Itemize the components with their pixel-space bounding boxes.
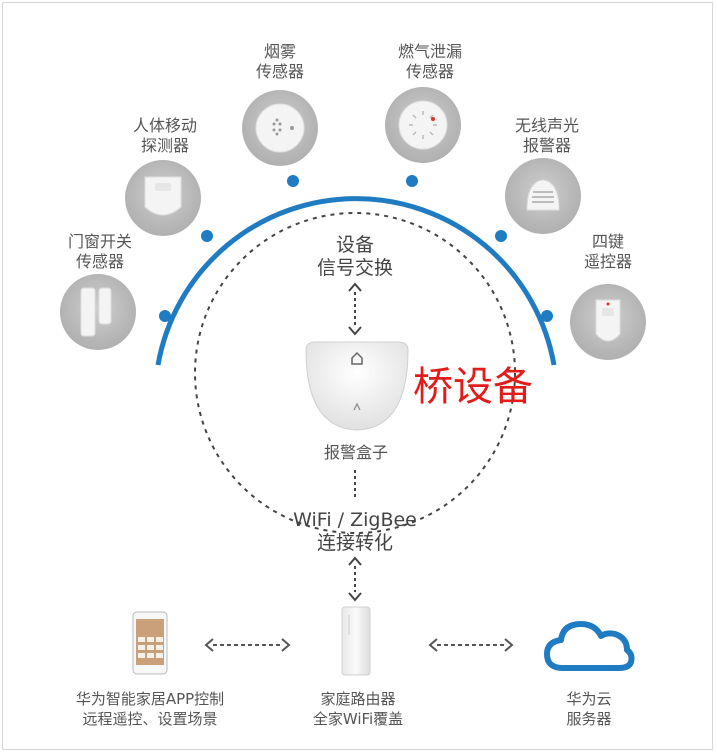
signal-arrow bbox=[348, 282, 362, 336]
sensor-label-siren: 无线声光报警器 bbox=[514, 116, 580, 155]
door-window-sensor-icon bbox=[60, 274, 136, 350]
bridge-device-label: 桥设备 bbox=[413, 364, 533, 410]
cloud-icon bbox=[543, 616, 635, 676]
alarm-hub-icon bbox=[302, 338, 412, 434]
router-icon bbox=[340, 605, 372, 681]
motion-detector-icon bbox=[125, 160, 201, 236]
smoke-sensor-icon bbox=[242, 90, 318, 166]
smartphone-app-icon bbox=[132, 611, 168, 679]
signal-range-circle bbox=[194, 212, 516, 534]
siren-alarm-icon bbox=[505, 158, 581, 234]
router-cloud-arrow bbox=[428, 638, 514, 652]
arc-nodes bbox=[159, 175, 553, 322]
sensor-label-door-window: 门窗开关传感器 bbox=[67, 232, 133, 271]
sensor-label-motion: 人体移动探测器 bbox=[132, 116, 198, 155]
cloud-server-label: 华为云服务器 bbox=[566, 690, 612, 728]
signal-exchange-label: 设备信号交换 bbox=[316, 234, 394, 279]
sensor-label-smoke: 烟雾传感器 bbox=[255, 42, 305, 81]
hub-label: 报警盒子 bbox=[323, 443, 389, 462]
app-router-arrow bbox=[204, 638, 291, 652]
router-arrow bbox=[348, 556, 362, 602]
sensor-label-remote: 四键遥控器 bbox=[583, 232, 633, 271]
app-control-label: 华为智能家居APP控制远程遥控、设置场景 bbox=[75, 690, 225, 728]
gas-leak-sensor-icon bbox=[385, 87, 461, 163]
remote-control-icon bbox=[570, 284, 646, 360]
sensor-label-gas: 燃气泄漏传感器 bbox=[397, 42, 463, 81]
sensor-network-arc bbox=[155, 196, 557, 366]
router-label: 家庭路由器全家WiFi覆盖 bbox=[312, 690, 404, 728]
